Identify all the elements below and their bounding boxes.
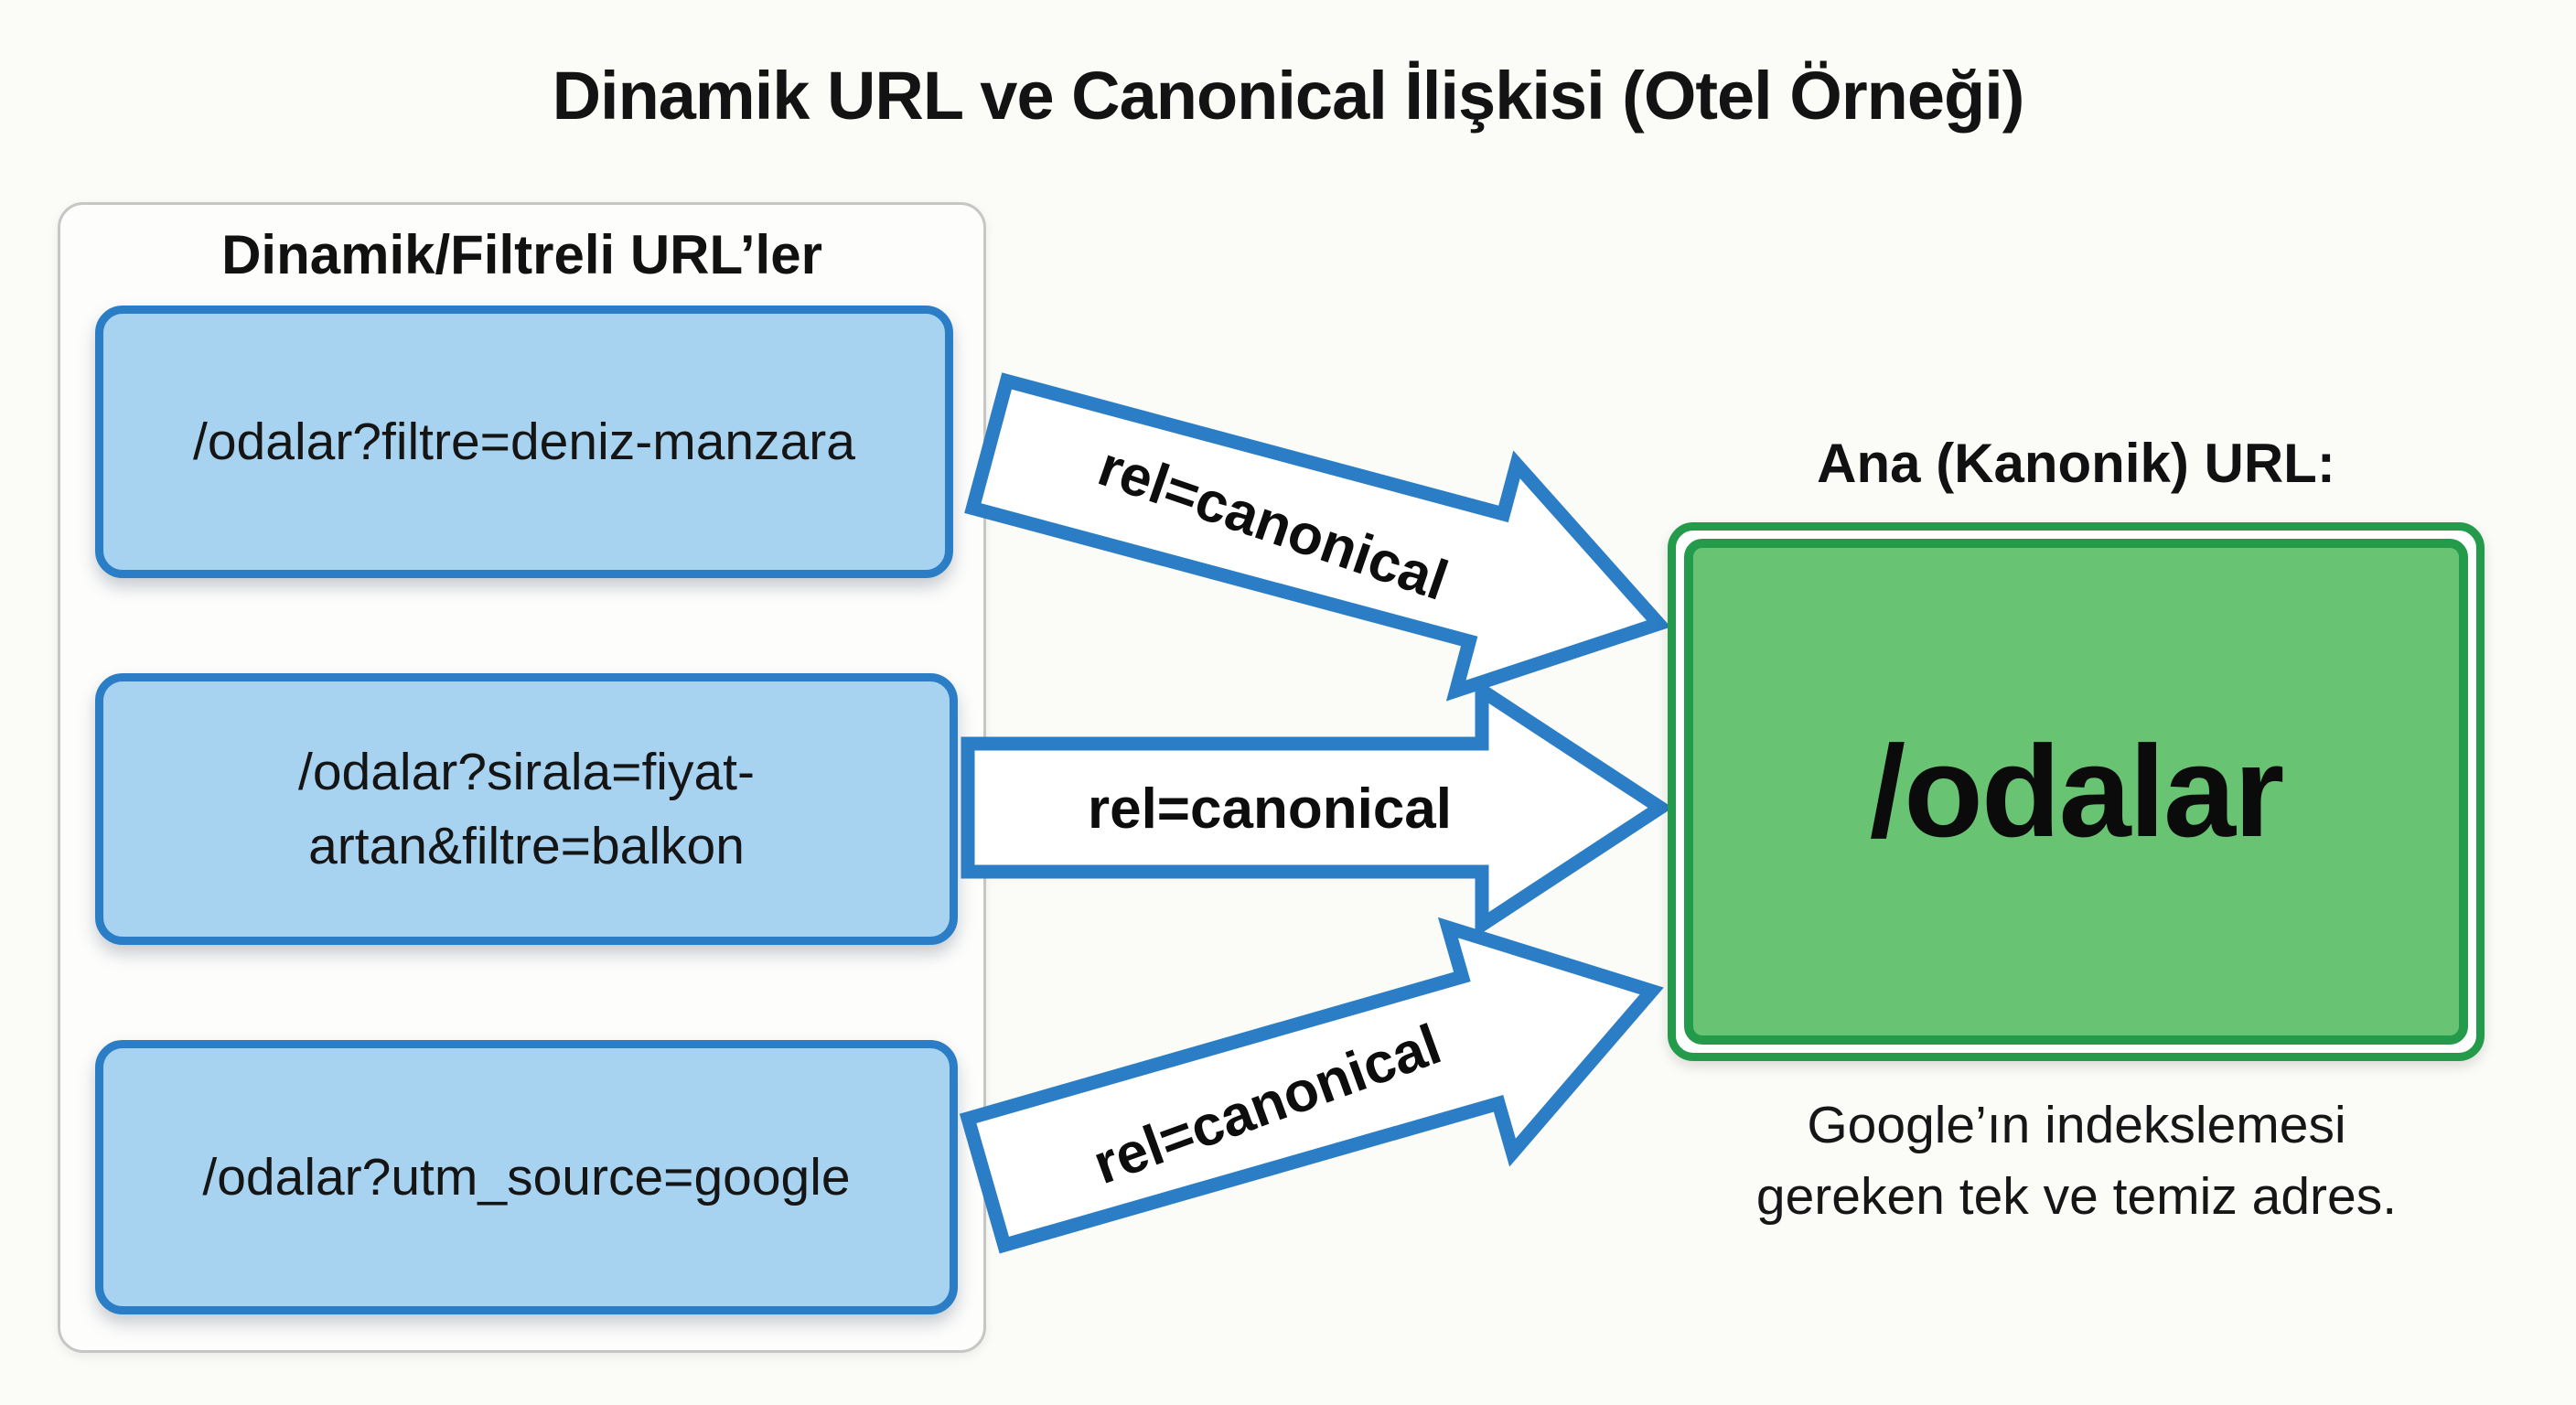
url-box-sort-filter: /odalar?sirala=fiyat-artan&filtre=balkon (95, 673, 958, 945)
canonical-arrow-middle: rel=canonical (961, 678, 1673, 938)
diagram-title: Dinamik URL ve Canonical İlişkisi (Otel … (552, 58, 2025, 134)
canonical-url-box-inner: /odalar (1684, 539, 2468, 1045)
caption-line-1: Google’ın indekslemesi (1807, 1096, 2346, 1154)
url-text-filter: /odalar?filtre=deniz-manzara (193, 412, 855, 471)
arrow-right-icon (961, 678, 1673, 938)
canonical-url-text: /odalar (1869, 718, 2285, 864)
caption-line-2: gereken tek ve temiz adres. (1755, 1166, 2398, 1226)
canonical-url-box: /odalar (1668, 522, 2485, 1061)
dynamic-urls-heading: Dinamik/Filtreli URL’ler (221, 224, 822, 285)
arrow-right-icon (959, 917, 1664, 1254)
canonical-caption: Google’ın indekslemesi gereken tek ve te… (1637, 1090, 2516, 1232)
canonical-heading: Ana (Kanonik) URL: (1817, 433, 2335, 494)
arrow-label-middle: rel=canonical (1088, 778, 1452, 841)
canonical-arrow-bottom: rel=canonical (959, 917, 1664, 1254)
arrow-right-icon (964, 372, 1671, 702)
url-text-sort-filter: /odalar?sirala=fiyat-artan&filtre=balkon (297, 742, 755, 875)
url-box-utm: /odalar?utm_source=google (95, 1040, 958, 1314)
url-text-utm: /odalar?utm_source=google (202, 1147, 851, 1207)
url-box-filter: /odalar?filtre=deniz-manzara (95, 306, 953, 578)
canonical-arrow-top: rel=canonical (964, 372, 1671, 702)
